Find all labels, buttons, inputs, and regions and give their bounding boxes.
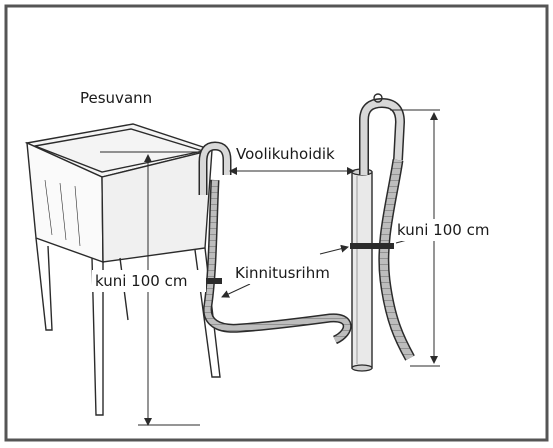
standpipe-hose [350, 93, 415, 361]
left-height-label: kuni 100 cm [95, 272, 187, 290]
strap-label: Kinnitusrihm [235, 264, 330, 282]
right-height-label: kuni 100 cm [397, 221, 489, 239]
tub-label: Pesuvann [80, 89, 152, 107]
wash-tub [24, 123, 221, 416]
standpipe [351, 168, 373, 372]
hose-guide-label: Voolikuhoidik [236, 145, 335, 163]
diagram-frame [4, 4, 549, 442]
tub-hose [198, 141, 352, 345]
